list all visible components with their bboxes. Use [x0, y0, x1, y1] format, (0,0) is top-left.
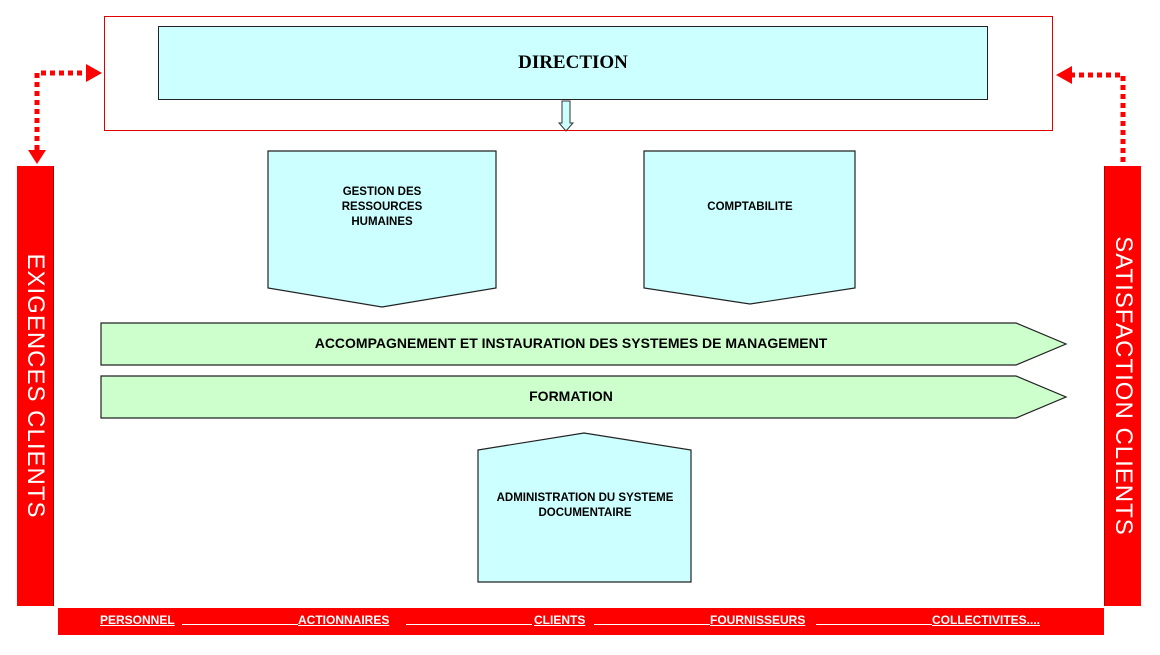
stakeholder-clients: CLIENTS: [534, 613, 586, 627]
direction-label: DIRECTION: [518, 52, 628, 73]
accompagnement-label: ACCOMPAGNEMENT ET INSTAURATION DES SYSTE…: [314, 335, 828, 351]
exigences-clients-bar: EXIGENCES CLIENTS: [17, 166, 54, 606]
satisfaction-clients-bar: SATISFACTION CLIENTS: [1104, 166, 1141, 606]
accompagnement-band-shape: [100, 322, 1068, 366]
left-feedback-arrow: [28, 64, 102, 164]
direction-frame: [104, 16, 1053, 131]
right-feedback-arrow: [1056, 66, 1126, 162]
admin-shape: [477, 432, 692, 583]
comptabilite-label: COMPTABILITE: [707, 201, 793, 213]
rh-shape: [267, 150, 497, 308]
direction-box: DIRECTION: [158, 26, 988, 100]
direction-down-arrow: [557, 100, 575, 132]
comptabilite-shape: [643, 150, 856, 305]
stakeholder-fournisseurs: FOURNISSEURS: [710, 613, 806, 627]
stakeholder-separator: ______________________: [816, 612, 932, 626]
formation-band-shape: [100, 375, 1068, 419]
stakeholders-bar: PERSONNEL ______________________ ACTIONN…: [58, 608, 1104, 635]
stakeholder-separator: ________________________: [406, 612, 532, 626]
exigences-clients-label: EXIGENCES CLIENTS: [22, 253, 49, 519]
stakeholder-personnel: PERSONNEL: [100, 613, 175, 627]
stakeholder-separator: ______________________: [594, 612, 710, 626]
stakeholder-actionnaires: ACTIONNAIRES: [298, 613, 390, 627]
stakeholder-collectivites: COLLECTIVITES....: [932, 613, 1041, 627]
rh-label: GESTION DES RESSOURCES HUMAINES: [341, 186, 423, 228]
stakeholder-separator: ______________________: [182, 612, 298, 626]
admin-label: ADMINISTRATION DU SYSTEME DOCUMENTAIRE: [496, 492, 674, 519]
satisfaction-clients-label: SATISFACTION CLIENTS: [1110, 236, 1137, 536]
formation-label: FORMATION: [529, 388, 613, 404]
